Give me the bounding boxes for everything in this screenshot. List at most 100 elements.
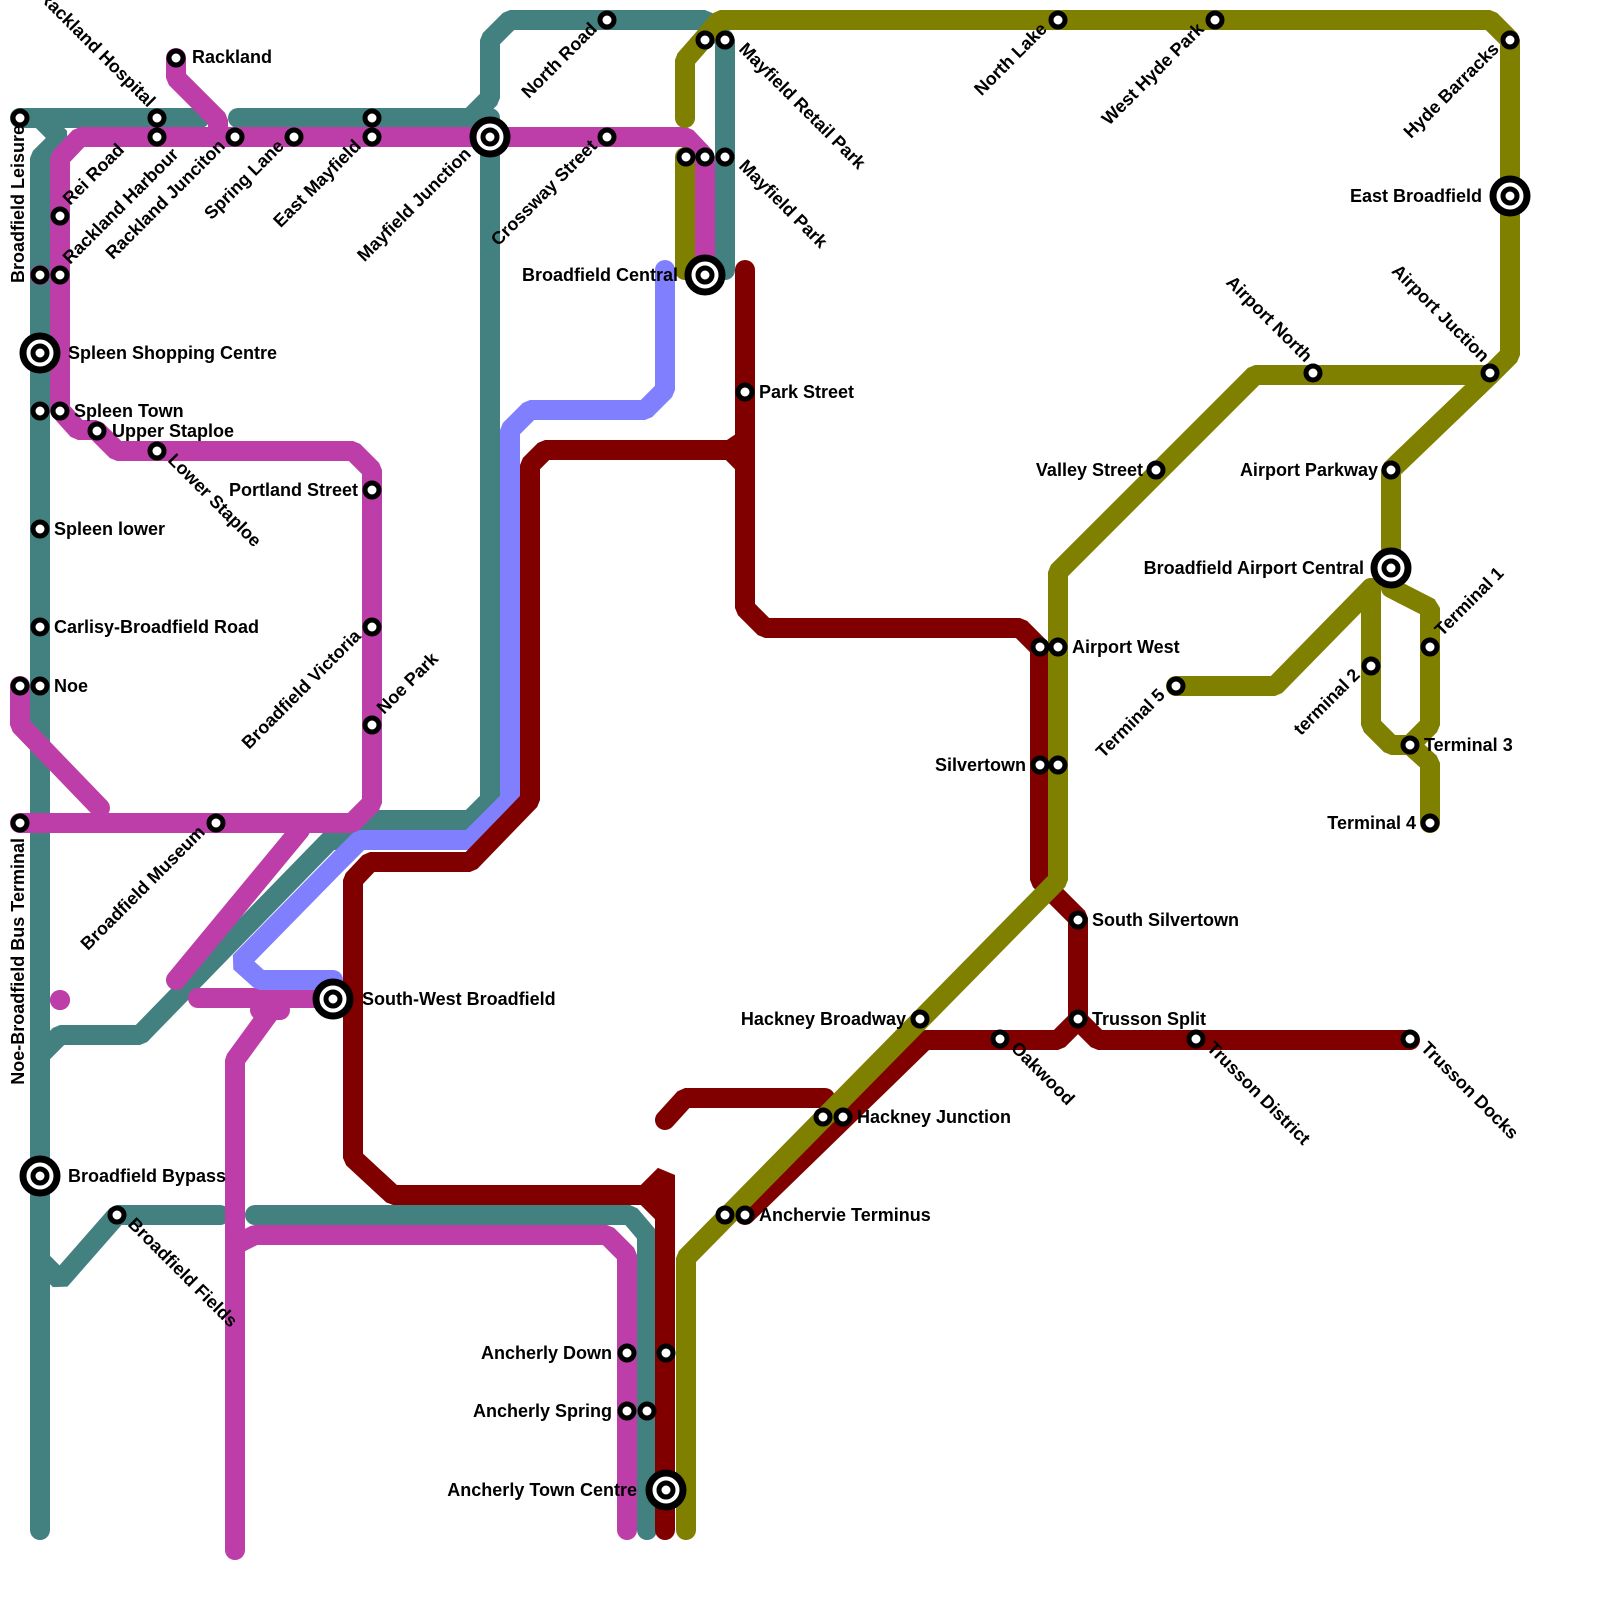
station-marker-icon[interactable] (910, 1009, 930, 1029)
station-broadfield-victoria[interactable] (362, 617, 382, 637)
station-marker-icon[interactable] (695, 147, 715, 167)
station-marker-icon[interactable] (284, 127, 304, 147)
station-marker-icon[interactable] (990, 1029, 1010, 1049)
station-spleen-shopping-centre[interactable] (19, 332, 61, 374)
station-marker-icon[interactable] (10, 108, 30, 128)
station-label[interactable]: Hackney Broadway (741, 1009, 906, 1029)
station-label[interactable]: Terminal 3 (1424, 735, 1513, 755)
station-noe-park[interactable] (362, 715, 382, 735)
station-ancherly-down[interactable] (617, 1343, 676, 1363)
station-label[interactable]: North Lake (970, 19, 1051, 100)
station-marker-icon[interactable] (206, 813, 226, 833)
station-label[interactable]: Upper Staploe (112, 421, 234, 441)
station-label[interactable]: Airport Parkway (1240, 460, 1378, 480)
station-airport-parkway[interactable] (1381, 460, 1401, 480)
station-west-hyde-park[interactable] (1205, 10, 1225, 30)
station-marker-icon[interactable] (1303, 363, 1323, 383)
station-label[interactable]: Lower Staploe (164, 450, 265, 551)
station-silvertown[interactable] (1030, 755, 1068, 775)
station-terminal-2[interactable] (1361, 656, 1381, 676)
station-label[interactable]: Airport West (1072, 637, 1180, 657)
station-label[interactable]: Broadfield Bypass (68, 1166, 226, 1186)
station-marker-icon[interactable] (50, 401, 70, 421)
station-label[interactable]: Broadfield Airport Central (1144, 558, 1364, 578)
station-rackland-junciton[interactable] (225, 127, 245, 147)
station-label[interactable]: Broadfield Fields (124, 1214, 241, 1331)
station-broadfield-airport-central[interactable] (1370, 547, 1412, 589)
station-label[interactable]: Trusson Split (1092, 1009, 1206, 1029)
station-label[interactable]: Trusson Docks (1417, 1038, 1522, 1143)
station-label[interactable]: Portland Street (229, 480, 358, 500)
station-label[interactable]: Ancherly Town Centre (447, 1480, 637, 1500)
station-marker-icon[interactable] (362, 480, 382, 500)
station-label[interactable]: Rackland (192, 47, 272, 67)
station-label[interactable]: Hyde Barracks (1400, 39, 1503, 142)
station-east-mayfield[interactable] (362, 108, 382, 147)
station-label[interactable]: Anchervie Terminus (759, 1205, 931, 1225)
station-terminal-1[interactable] (1420, 637, 1440, 657)
station-label[interactable]: Broadfield Central (522, 265, 678, 285)
station-anchervie-terminus[interactable] (715, 1205, 755, 1225)
station-label[interactable]: West Hyde Park (1098, 18, 1209, 129)
station-marker-icon[interactable] (1400, 735, 1420, 755)
station-marker-icon[interactable] (637, 1401, 657, 1421)
station-marker-icon[interactable] (1030, 637, 1050, 657)
station-label[interactable]: Valley Street (1036, 460, 1143, 480)
station-marker-icon[interactable] (1048, 10, 1068, 30)
station-hackney-junction[interactable] (813, 1107, 853, 1127)
station-label[interactable]: Terminal 4 (1327, 813, 1416, 833)
station-marker-icon[interactable] (597, 10, 617, 30)
station-label[interactable]: Mayfield Park (735, 156, 832, 253)
station-marker-icon[interactable] (30, 265, 50, 285)
station-hyde-barracks[interactable] (1500, 30, 1520, 50)
station-marker-icon[interactable] (695, 30, 715, 50)
station-noe[interactable] (10, 676, 50, 696)
station-label[interactable]: Crossway Street (487, 136, 601, 250)
station-label[interactable]: Broadfield Museum (77, 822, 209, 954)
station-label[interactable]: Park Street (759, 382, 854, 402)
station-marker-icon[interactable] (107, 1205, 127, 1225)
station-label[interactable]: South Silvertown (1092, 910, 1239, 930)
station-trusson-docks[interactable] (1400, 1029, 1420, 1049)
station-label[interactable]: Mayfield Retail Park (735, 39, 870, 174)
station-label[interactable]: Noe Park (373, 648, 443, 718)
station-marker-icon[interactable] (30, 676, 50, 696)
station-label[interactable]: Broadfield Victoria (238, 625, 366, 753)
station-label[interactable]: Rackland Hospital (35, 0, 159, 111)
station-marker-icon[interactable] (362, 715, 382, 735)
station-marker-icon[interactable] (1048, 637, 1068, 657)
station-marker-icon[interactable] (1400, 1029, 1420, 1049)
station-label[interactable]: North Road (517, 19, 600, 102)
station-terminal-5[interactable] (1166, 676, 1186, 696)
station-label[interactable]: Broadfield Leisure (8, 125, 28, 283)
station-label[interactable]: Terminal 5 (1092, 685, 1169, 762)
station-south-silvertown[interactable] (1068, 910, 1088, 930)
station-marker-icon[interactable] (1361, 656, 1381, 676)
station-marker-icon[interactable] (715, 147, 735, 167)
station-marker-icon[interactable] (597, 127, 617, 147)
station-ancherly-spring[interactable] (617, 1401, 657, 1421)
station-label[interactable]: Ancherly Down (481, 1343, 612, 1363)
station-crossway-street[interactable] (597, 127, 617, 147)
station-marker-icon[interactable] (1068, 910, 1088, 930)
station-marker-icon[interactable] (362, 617, 382, 637)
station-broadfield-leisure[interactable] (10, 108, 30, 128)
station-portland-street[interactable] (362, 480, 382, 500)
station-broadfield-central[interactable] (684, 254, 726, 296)
station-upper-staploe[interactable] (87, 421, 107, 441)
station-lower-staploe[interactable] (147, 441, 167, 461)
station-marker-icon[interactable] (1048, 755, 1068, 775)
station-label[interactable]: terminal 2 (1290, 665, 1364, 739)
station-mayfield-retail-park[interactable] (695, 30, 735, 50)
station-rackland-hospital[interactable] (147, 108, 167, 128)
station-marker-icon[interactable] (166, 48, 186, 68)
station-carlisy-broadfield-road[interactable] (30, 617, 50, 637)
station-label[interactable]: South-West Broadfield (362, 989, 556, 1009)
station-marker-icon[interactable] (1480, 363, 1500, 383)
station-south-west-broadfield[interactable] (312, 978, 354, 1020)
station-park-street[interactable] (735, 382, 755, 402)
station-marker-icon[interactable] (617, 1401, 637, 1421)
station-north-lake[interactable] (1048, 10, 1068, 30)
station-north-road[interactable] (597, 10, 617, 30)
station-label[interactable]: Spleen Shopping Centre (68, 343, 277, 363)
